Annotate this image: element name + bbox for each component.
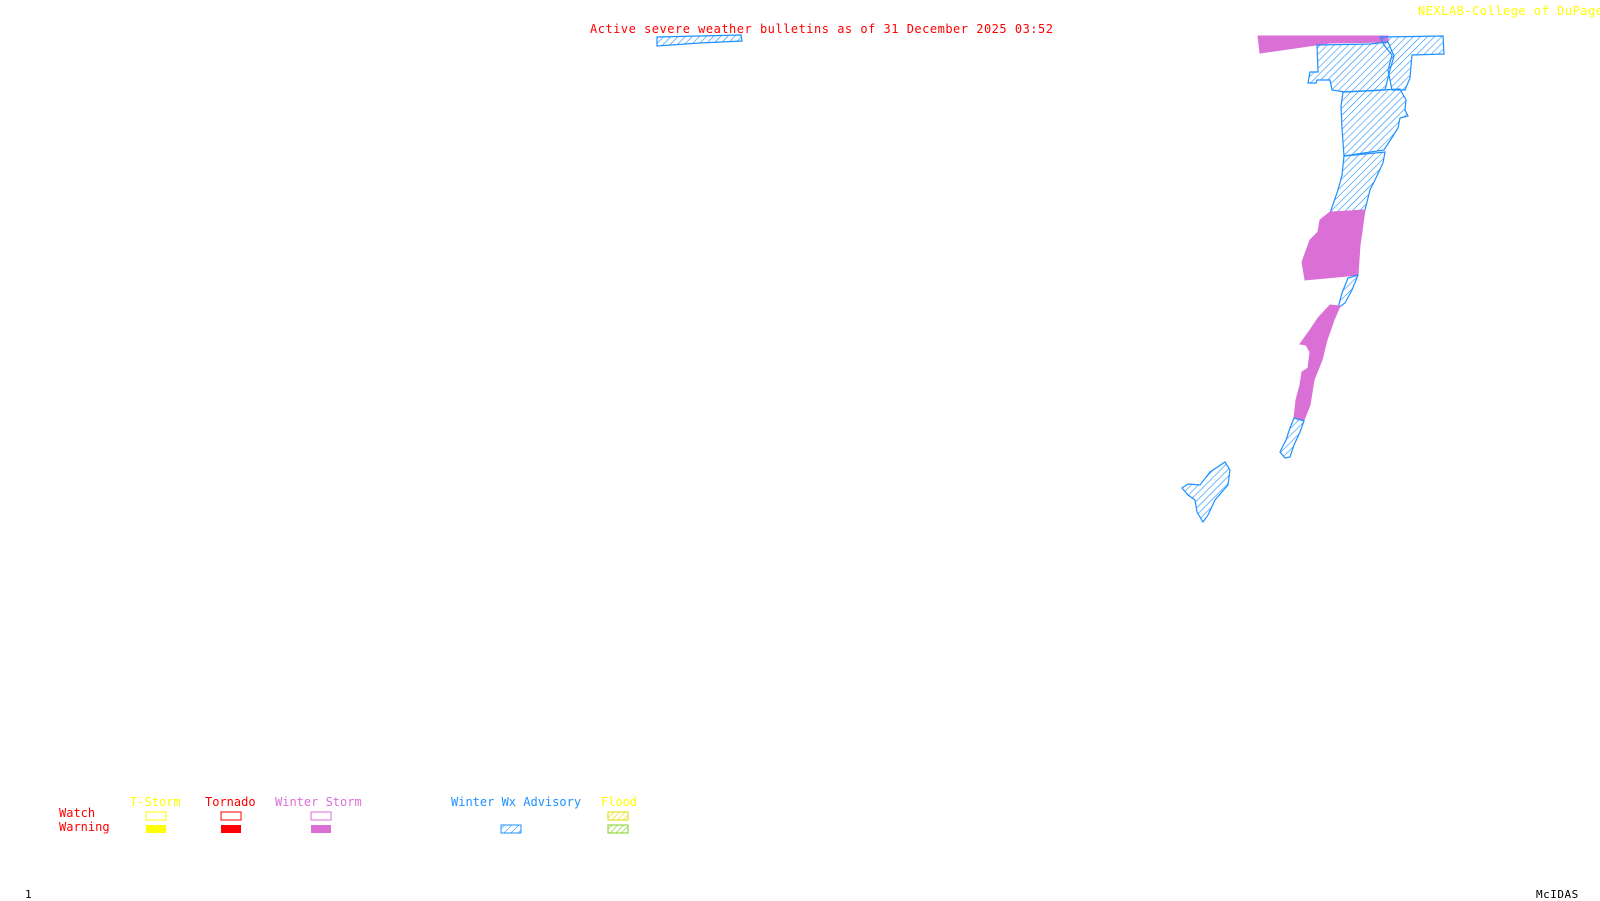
- legend-flood-warning: [607, 824, 629, 834]
- regions-layer: [656, 34, 1445, 524]
- bulletin-title: Active severe weather bulletins as of 31…: [590, 22, 1054, 36]
- legend-row-warning: Warning: [59, 820, 110, 834]
- legend-tornado-watch: [220, 811, 242, 821]
- region-advisory-north-cluster: [1307, 41, 1395, 93]
- credit-label: NEXLAB-College of DuPage R: [1418, 4, 1600, 18]
- frame-number: 1: [25, 888, 33, 901]
- legend-tornado-warning: [221, 825, 241, 833]
- legend-winter-storm-warning: [311, 825, 331, 833]
- legend-flood-watch: [607, 811, 629, 821]
- legend-winter-storm-watch: [310, 811, 332, 821]
- legend-label-tornado: Tornado: [205, 795, 256, 809]
- region-advisory-island: [1181, 461, 1231, 524]
- region-advisory-strip-top: [656, 34, 743, 47]
- legend: [145, 811, 629, 834]
- region-warning-top-band: [1257, 35, 1389, 54]
- legend-label-flood: Flood: [601, 795, 638, 809]
- region-advisory-northeast: [1379, 35, 1445, 91]
- region-advisory-link: [1336, 274, 1360, 310]
- legend-row-watch: Watch: [59, 806, 96, 820]
- legend-label-tstorm: T-Storm: [130, 795, 181, 809]
- region-warning-middle-block: [1301, 209, 1366, 281]
- legend-winter-wx-advisory-warning: [500, 824, 522, 834]
- region-advisory-south-central: [1329, 151, 1386, 214]
- legend-label-winter-storm: Winter Storm: [275, 795, 362, 809]
- region-advisory-central: [1340, 88, 1409, 157]
- legend-label-winter-wx-advisory: Winter Wx Advisory: [451, 795, 582, 809]
- legend-tstorm-watch: [145, 811, 167, 821]
- region-warning-coastal-strip: [1293, 304, 1341, 421]
- legend-tstorm-warning: [146, 825, 166, 833]
- mcidas-brand: McIDAS: [1536, 888, 1579, 901]
- region-advisory-south-tip: [1279, 417, 1305, 459]
